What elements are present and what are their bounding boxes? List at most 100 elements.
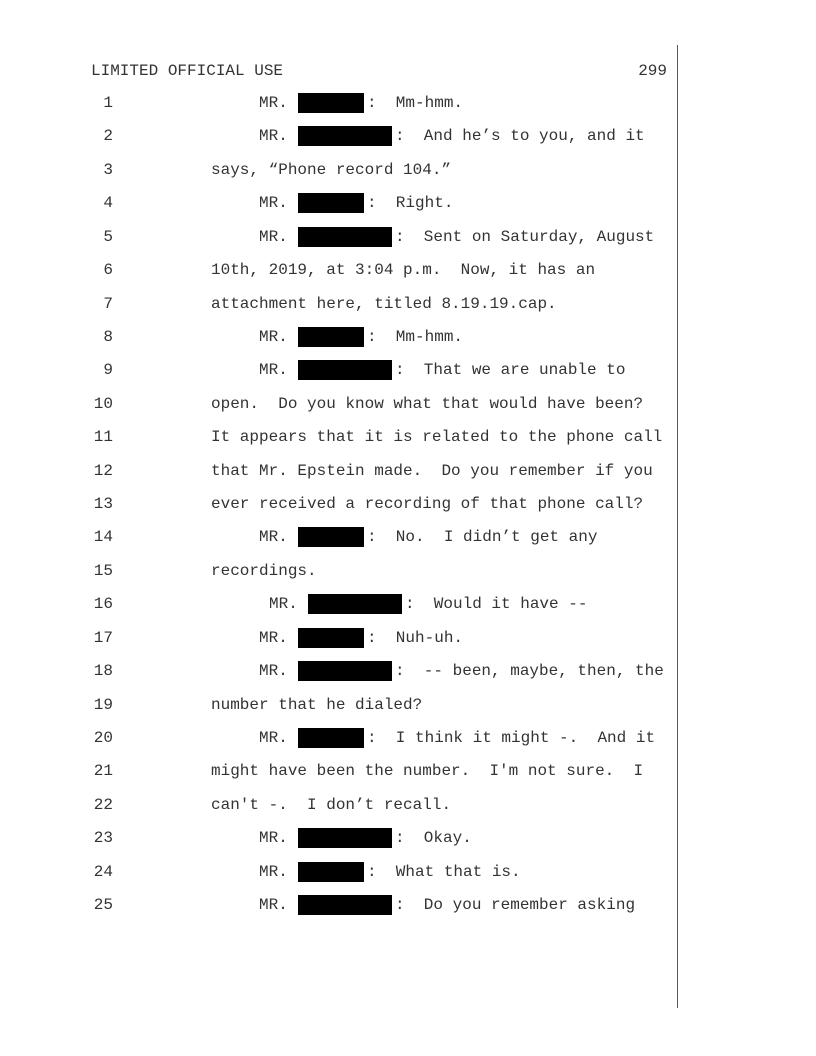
spoken-text: : No. I didn’t get any	[367, 528, 598, 547]
transcript-line: 21 might have been the number. I'm not su…	[0, 761, 680, 781]
speaker-label: MR.	[259, 628, 288, 647]
line-number: 7	[103, 294, 113, 313]
transcript-line: 12 that Mr. Epstein made. Do you remember…	[0, 461, 680, 481]
line-number: 6	[103, 261, 113, 280]
redaction-box	[298, 727, 364, 748]
spoken-text: : That we are unable to	[395, 361, 626, 380]
redaction-box	[308, 594, 402, 615]
speaker-label: MR.	[259, 194, 288, 213]
redaction-box	[298, 326, 364, 347]
classification-header: LIMITED OFFICIAL USE	[91, 62, 284, 80]
speaker-label: MR.	[259, 728, 288, 747]
transcript-line: 23 MR. : Okay.	[0, 828, 680, 849]
speaker-label: MR.	[259, 361, 288, 380]
transcript-line: 3 says, “Phone record 104.”	[0, 160, 680, 180]
transcript-line: 15 recordings.	[0, 561, 680, 581]
transcript-line: 19 number that he dialed?	[0, 695, 680, 715]
continuation-text: recordings.	[211, 561, 317, 580]
line-number: 16	[93, 595, 113, 614]
transcript-line: 2 MR. : And he’s to you, and it	[0, 126, 680, 147]
line-number: 21	[93, 762, 113, 781]
continuation-text: open. Do you know what that would have b…	[211, 394, 644, 413]
redaction-box	[298, 861, 364, 882]
redaction-box	[298, 226, 392, 247]
line-number: 22	[93, 795, 113, 814]
spoken-text: : Right.	[367, 194, 454, 213]
transcript-line: 10 open. Do you know what that would have…	[0, 394, 680, 414]
redaction-box	[298, 627, 364, 648]
speaker-label: MR.	[269, 595, 298, 614]
line-number: 11	[93, 428, 113, 447]
speaker-label: MR.	[259, 896, 288, 915]
redaction-box	[298, 93, 364, 113]
spoken-text: : What that is.	[367, 862, 521, 881]
continuation-text: 10th, 2019, at 3:04 p.m. Now, it has an	[211, 261, 596, 280]
line-number: 2	[103, 127, 113, 146]
line-number: 24	[93, 862, 113, 881]
speaker-label: MR.	[259, 327, 288, 346]
line-number: 5	[103, 227, 113, 246]
redaction-box	[298, 661, 392, 682]
transcript-line: 16 MR. : Would it have --	[0, 594, 680, 615]
transcript-line: 7 attachment here, titled 8.19.19.cap.	[0, 294, 680, 314]
speaker-label: MR.	[259, 227, 288, 246]
transcript-line: 25 MR. : Do you remember asking	[0, 895, 680, 916]
spoken-text: : I think it might -. And it	[367, 728, 656, 747]
line-number: 10	[93, 394, 113, 413]
line-number: 25	[93, 896, 113, 915]
line-number: 18	[93, 662, 113, 681]
line-number: 9	[103, 361, 113, 380]
line-number: 19	[93, 695, 113, 714]
line-number: 17	[93, 628, 113, 647]
transcript-line: 1 MR. : Mm-hmm.	[0, 93, 680, 113]
page-number: 299	[638, 62, 667, 80]
line-number: 12	[93, 461, 113, 480]
redaction-box	[298, 126, 392, 147]
transcript-line: 13 ever received a recording of that phon…	[0, 494, 680, 514]
speaker-label: MR.	[259, 127, 288, 146]
redaction-box	[298, 527, 364, 548]
speaker-label: MR.	[259, 662, 288, 681]
continuation-text: might have been the number. I'm not sure…	[211, 762, 644, 781]
continuation-text: ever received a recording of that phone …	[211, 495, 644, 514]
continuation-text: number that he dialed?	[211, 695, 423, 714]
continuation-text: that Mr. Epstein made. Do you remember i…	[211, 461, 653, 480]
continuation-text: can't -. I don’t recall.	[211, 795, 452, 814]
line-number: 15	[93, 561, 113, 580]
transcript-line: 22 can't -. I don’t recall.	[0, 795, 680, 815]
line-number: 8	[103, 327, 113, 346]
speaker-label: MR.	[259, 829, 288, 848]
redaction-box	[298, 360, 392, 381]
line-number: 3	[103, 160, 113, 179]
transcript-line: 9 MR. : That we are unable to	[0, 360, 680, 381]
spoken-text: : And he’s to you, and it	[395, 127, 645, 146]
line-number: 20	[93, 728, 113, 747]
continuation-text: It appears that it is related to the pho…	[211, 428, 663, 447]
redaction-box	[298, 193, 364, 214]
transcript-line: 17 MR. : Nuh-uh.	[0, 627, 680, 648]
spoken-text: : Mm-hmm.	[367, 94, 464, 112]
line-number: 13	[93, 495, 113, 514]
spoken-text: : Okay.	[395, 829, 472, 848]
transcript-line: 6 10th, 2019, at 3:04 p.m. Now, it has an	[0, 260, 680, 280]
margin-rule	[677, 45, 678, 1008]
continuation-text: attachment here, titled 8.19.19.cap.	[211, 294, 557, 313]
line-number: 1	[103, 94, 113, 112]
line-number: 4	[103, 194, 113, 213]
spoken-text: : Do you remember asking	[395, 896, 636, 915]
speaker-label: MR.	[259, 94, 288, 112]
line-number: 23	[93, 829, 113, 848]
speaker-label: MR.	[259, 528, 288, 547]
continuation-text: says, “Phone record 104.”	[211, 160, 452, 179]
spoken-text: : Would it have --	[405, 595, 588, 614]
spoken-text: : Nuh-uh.	[367, 628, 464, 647]
transcript-line: 20 MR. : I think it might -. And it	[0, 727, 680, 748]
line-number: 14	[93, 528, 113, 547]
transcript-line: 14 MR. : No. I didn’t get any	[0, 527, 680, 548]
redaction-box	[298, 828, 392, 849]
transcript-line: 4 MR. : Right.	[0, 193, 680, 214]
